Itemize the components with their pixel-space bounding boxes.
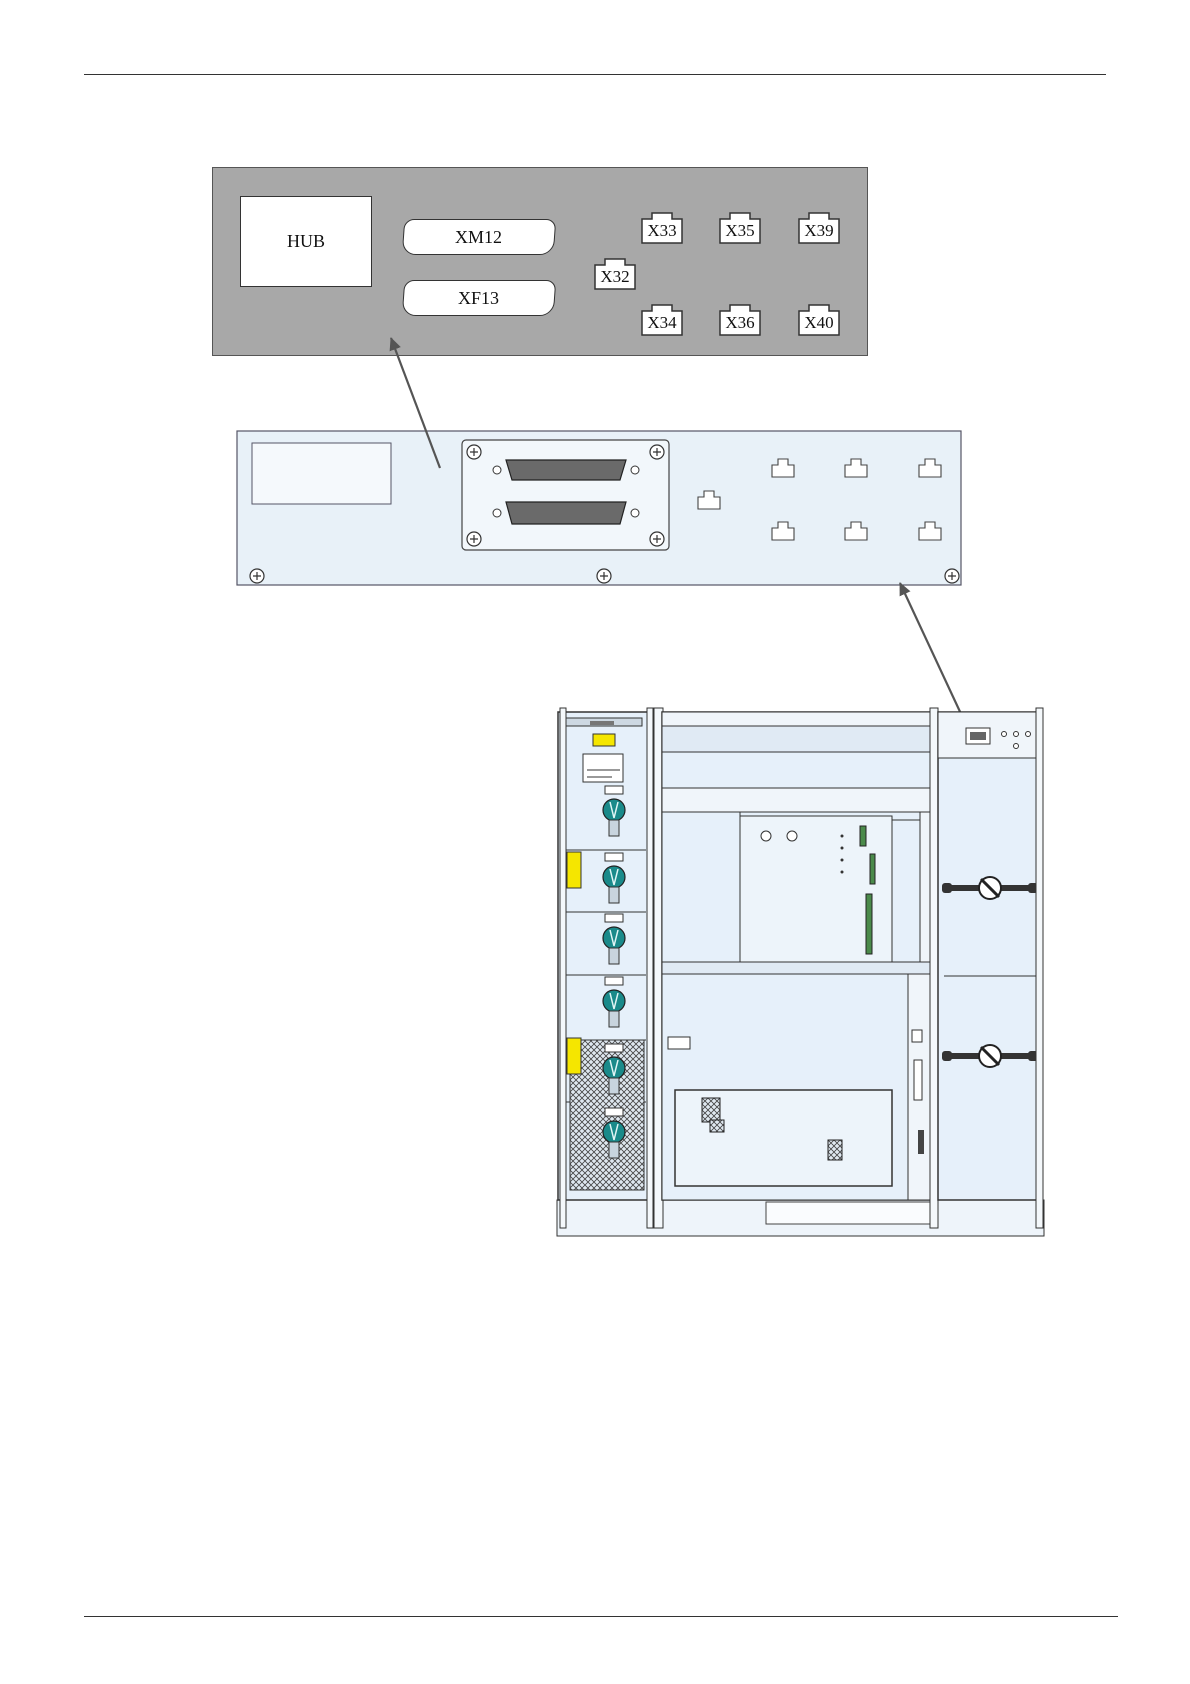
arrow-to-connector-plate (900, 583, 962, 716)
x36-port: X36 (716, 303, 764, 337)
xm12-connector: XM12 (402, 219, 557, 255)
arrow-to-label-panel (391, 338, 440, 468)
x33-port: X33 (638, 211, 686, 245)
x32-label: X32 (591, 257, 639, 291)
x35-port: X35 (716, 211, 764, 245)
x39-label: X39 (795, 211, 843, 245)
hub-label: HUB (287, 231, 325, 252)
page-footer-rule (84, 1616, 1118, 1617)
xf13-connector: XF13 (402, 280, 557, 316)
x33-label: X33 (638, 211, 686, 245)
x34-label: X34 (638, 303, 686, 337)
x40-port: X40 (795, 303, 843, 337)
x32-port: X32 (591, 257, 639, 291)
connector-label-panel: HUB XM12 XF13 X33 X35 X39 X32 X34 X36 X4… (212, 167, 868, 356)
x35-label: X35 (716, 211, 764, 245)
page-header-rule (84, 74, 1106, 75)
x34-port: X34 (638, 303, 686, 337)
x36-label: X36 (716, 303, 764, 337)
x40-label: X40 (795, 303, 843, 337)
xf13-label: XF13 (458, 288, 499, 309)
cabinet-front-view (557, 708, 1044, 1236)
x39-port: X39 (795, 211, 843, 245)
xm12-label: XM12 (455, 227, 502, 248)
hub-box: HUB (240, 196, 372, 287)
connector-plate-front-view (237, 431, 961, 585)
